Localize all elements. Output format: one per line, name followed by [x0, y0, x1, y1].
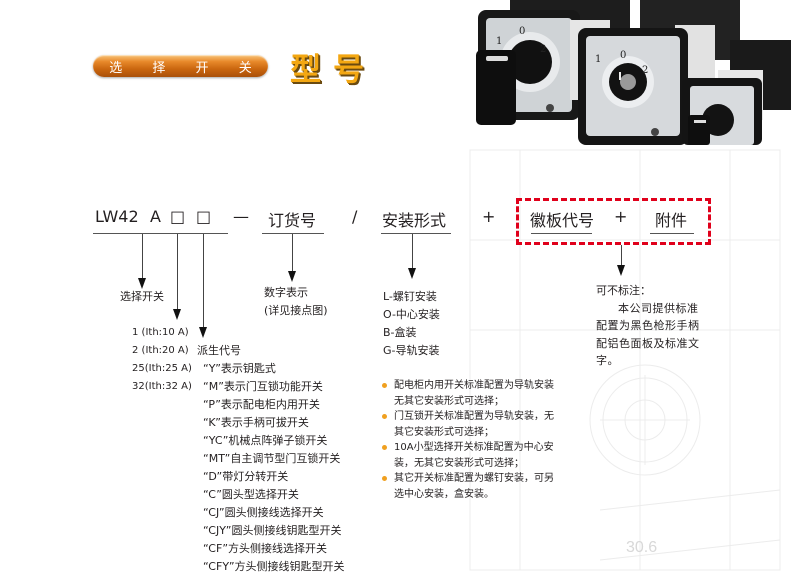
underline-model: [93, 233, 228, 234]
mounting-notes: 配电柜内用开关标准配置为导轨安装无其它安装形式可选择； 门互锁开关标准配置为导轨…: [380, 378, 555, 502]
mounting-note: 门互锁开关标准配置为导轨安装，无其它安装形式可选择；: [380, 409, 555, 440]
svg-text:1: 1: [595, 54, 601, 65]
rating-item: 1 (Ith:10 A): [132, 327, 189, 338]
optional-note: 可不标注： 本公司提供标准配置为黑色枪形手柄配铝色面板及标准文字。: [596, 282, 708, 370]
underline-badge: [531, 233, 592, 234]
svg-text:2: 2: [642, 65, 648, 76]
derivative-item: “CFY”方头侧接线钥匙型开关: [203, 560, 345, 573]
formula-plus-2: +: [614, 207, 628, 226]
bullet-icon: [382, 383, 387, 388]
connector-derivative: [203, 234, 204, 330]
code-box-2: □: [196, 207, 212, 226]
mounting-option: O-中心安装: [383, 308, 440, 321]
derivative-item: “CJ”圆头侧接线选择开关: [203, 506, 324, 519]
connector-select: [142, 234, 143, 281]
bullet-icon: [382, 476, 387, 481]
derivative-item: “D”带灯分转开关: [203, 470, 289, 483]
derivative-item: “MT”自主调节型门互锁开关: [203, 452, 341, 465]
svg-text:0: 0: [519, 26, 525, 37]
svg-text:1: 1: [496, 36, 502, 47]
model-prefix: LW42: [95, 207, 139, 226]
derivative-item: “P”表示配电柜内用开关: [203, 398, 320, 411]
optional-note-title: 可不标注：: [596, 284, 651, 297]
derivative-item: “Y”表示钥匙式: [203, 362, 276, 375]
mounting-note: 10A小型选择开关标准配置为中心安装，无其它安装形式可选择；: [380, 440, 555, 471]
underline-order: [262, 233, 324, 234]
arrow-down-icon: [617, 265, 625, 276]
formula-slash: /: [352, 207, 358, 226]
switch-1: 1 0 2: [476, 10, 580, 125]
derivative-item: “M”表示门互锁功能开关: [203, 380, 323, 393]
mounting-option: L-螺钉安装: [383, 290, 437, 303]
optional-dashed-box: [516, 198, 711, 245]
switch-2: 1 0 2: [578, 28, 688, 145]
derivative-item: “K”表示手柄可拔开关: [203, 416, 309, 429]
arrow-down-icon: [138, 278, 146, 289]
bullet-icon: [382, 445, 387, 450]
mounting-label: 安装形式: [382, 211, 447, 230]
page-title: 型号: [290, 52, 376, 88]
arrow-down-icon: [408, 268, 416, 279]
optional-note-body: 本公司提供标准配置为黑色枪形手柄配铝色面板及标准文字。: [596, 301, 700, 368]
connector-optional: [621, 245, 622, 267]
rating-item: 25(Ith:25 A): [132, 363, 192, 374]
derivative-item: “YC”机械点阵弹子锁开关: [203, 434, 328, 447]
arrow-down-icon: [173, 309, 181, 320]
formula-dash: —: [233, 207, 249, 226]
svg-text:2: 2: [540, 44, 546, 55]
product-photo: 1 0 2 1 0 2: [476, 0, 791, 145]
derivative-item: “CJY”圆头侧接线钥匙型开关: [203, 524, 342, 537]
mounting-note: 配电柜内用开关标准配置为导轨安装无其它安装形式可选择；: [380, 378, 555, 409]
model-letter: A: [150, 207, 161, 226]
arrow-down-icon: [288, 271, 296, 282]
bullet-icon: [382, 414, 387, 419]
category-pill: 选 择 开 关: [93, 55, 268, 77]
mounting-option: G-导轨安装: [383, 344, 440, 357]
select-switch-label: 选择开关: [120, 290, 164, 303]
connector-mounting: [412, 234, 413, 271]
underline-mounting: [381, 233, 451, 234]
mounting-option: B-盒装: [383, 326, 417, 339]
mounting-note: 其它开关标准配置为螺钉安装，可另选中心安装，盒安装。: [380, 471, 555, 502]
svg-text:0: 0: [620, 50, 626, 61]
order-number-desc: 数字表示: [264, 286, 308, 299]
connector-order: [292, 234, 293, 274]
derivative-item: “C”圆头型选择开关: [203, 488, 299, 501]
rating-item: 2 (Ith:20 A): [132, 345, 189, 356]
accessory-label: 附件: [655, 211, 688, 230]
formula-plus-1: +: [482, 207, 496, 226]
derivative-item: “CF”方头侧接线选择开关: [203, 542, 328, 555]
connector-rating: [177, 234, 178, 312]
derivative-label: 派生代号: [197, 344, 241, 357]
switch-3: [682, 78, 762, 145]
badge-code-label: 徽板代号: [530, 211, 595, 230]
arrow-down-icon: [199, 327, 207, 338]
underline-accessory: [650, 233, 694, 234]
dimension-label: 30.6: [626, 539, 658, 556]
code-box-1: □: [170, 207, 186, 226]
order-number-note: (详见接点图): [264, 304, 328, 317]
order-number-label: 订货号: [268, 211, 317, 230]
rating-item: 32(Ith:32 A): [132, 381, 192, 392]
